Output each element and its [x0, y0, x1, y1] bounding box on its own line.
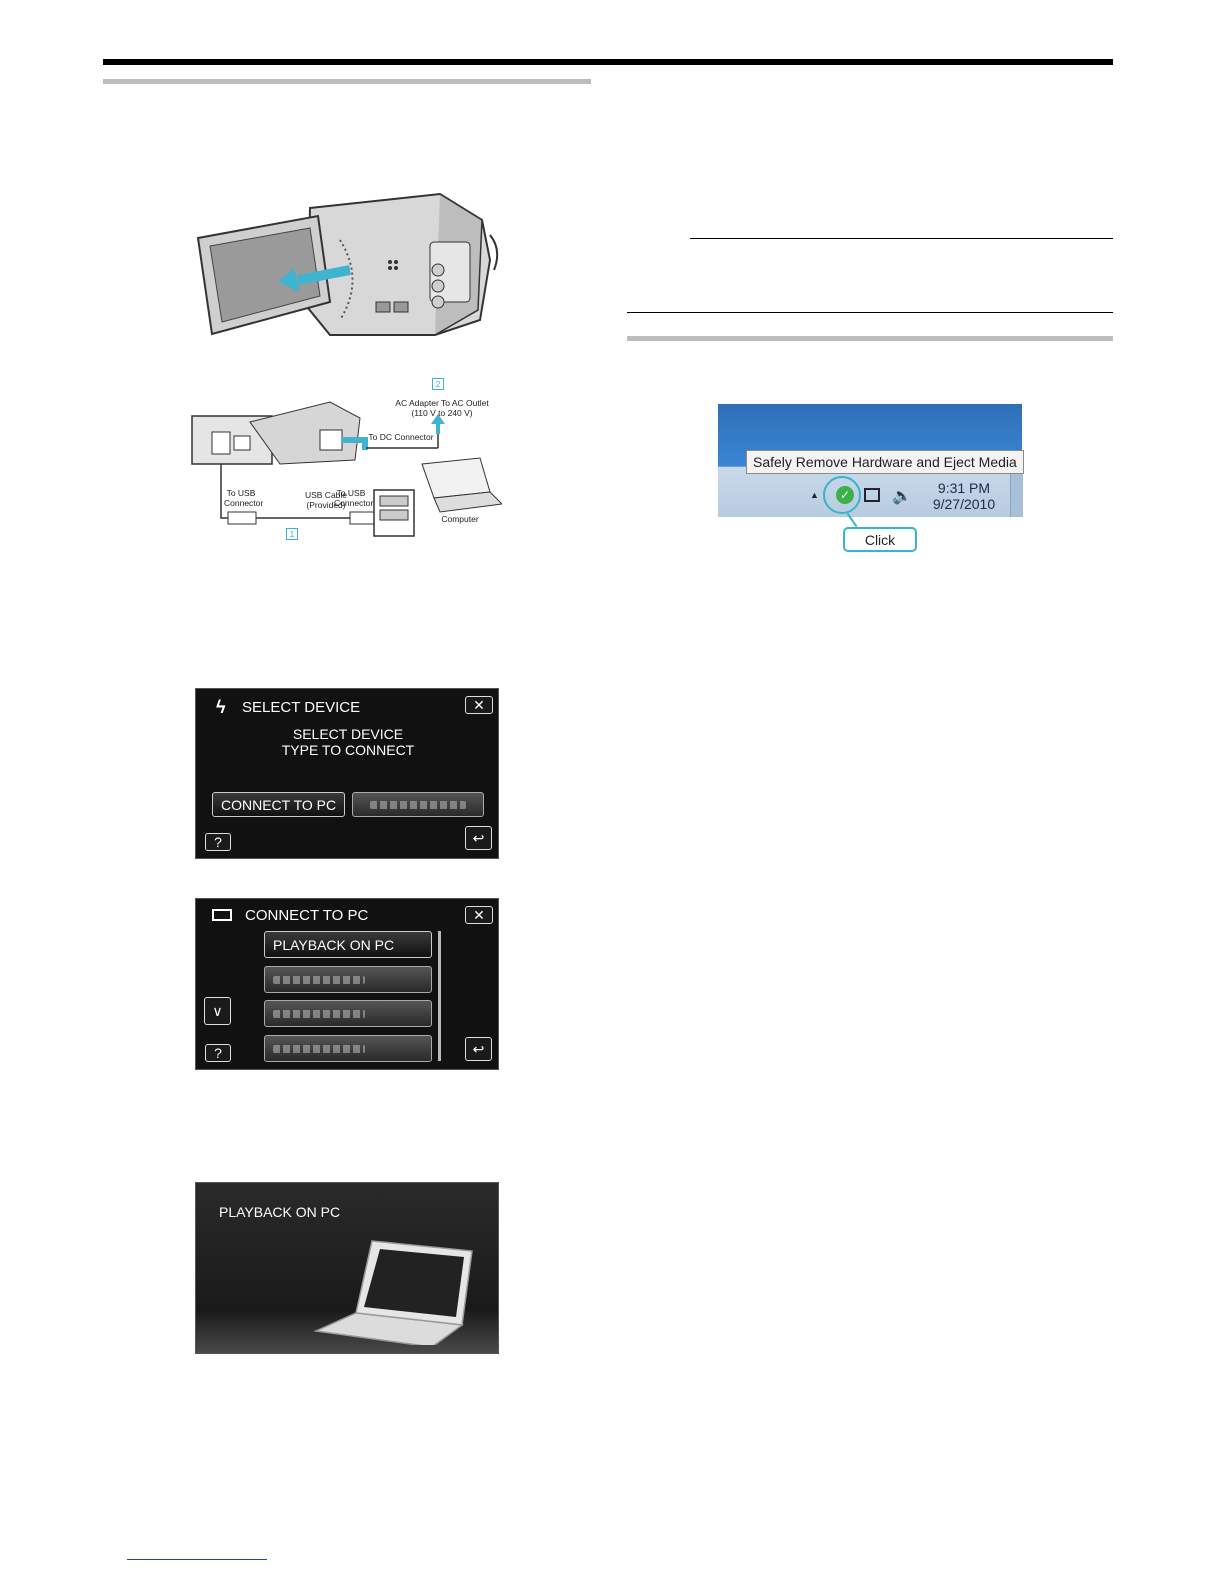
usb-cable-label: USB Cable (Provided) [304, 490, 348, 510]
laptop-icon [313, 1240, 473, 1345]
highlight-circle [823, 476, 861, 514]
close-button[interactable]: ✕ [465, 906, 493, 924]
time-text: 9:31 PM [937, 480, 991, 496]
menu-item-blurred-2[interactable] [264, 1000, 432, 1027]
connect-to-pc-label: CONNECT TO PC [221, 796, 337, 813]
return-icon: ↩ [472, 829, 485, 846]
connect-to-pc-screen: CONNECT TO PC ✕ PLAYBACK ON PC ∨ ? ↩ [195, 898, 499, 1070]
select-device-screen: ϟ SELECT DEVICE ✕ SELECT DEVICE TYPE TO … [195, 688, 499, 859]
message-line-1: SELECT DEVICE [292, 726, 404, 742]
section-bar-right [627, 336, 1113, 341]
blurred-label [370, 800, 466, 809]
menu-item-playback-on-pc[interactable]: PLAYBACK ON PC [264, 931, 432, 958]
connect-to-pc-button[interactable]: CONNECT TO PC [212, 792, 345, 817]
menu-item-label: PLAYBACK ON PC [273, 936, 395, 953]
blurred-label [273, 1044, 365, 1053]
chevron-down-icon: ∨ [212, 1002, 223, 1019]
usb-connection-diagram: 2 AC Adapter To AC Outlet (110 V to 240 … [190, 372, 502, 542]
taskbar-clock[interactable]: 9:31 PM 9/27/2010 [932, 480, 996, 512]
connect-to-pc-title: CONNECT TO PC [245, 907, 369, 924]
back-button[interactable]: ↩ [465, 826, 492, 850]
scroll-down-button[interactable]: ∨ [204, 997, 231, 1025]
camcorder-lcd-illustration [190, 190, 502, 342]
return-icon: ↩ [472, 1040, 485, 1057]
blurred-option-button[interactable] [352, 792, 484, 817]
speaker-icon[interactable]: 🔈 [892, 488, 912, 505]
note-rule-top [690, 238, 1113, 239]
playback-title: PLAYBACK ON PC [219, 1204, 341, 1220]
header-rule [103, 59, 1113, 65]
help-label: ? [214, 1045, 222, 1061]
network-icon[interactable] [864, 488, 880, 502]
usb-connector-pc-label: To USB Connector [334, 488, 374, 508]
date-text: 9/27/2010 [932, 496, 996, 512]
footer-link-underline[interactable] [127, 1559, 267, 1560]
monitor-icon [212, 909, 232, 921]
note-rule-bottom [627, 312, 1113, 313]
help-button[interactable]: ? [205, 833, 231, 851]
step2-marker: 2 [432, 378, 444, 390]
tooltip: Safely Remove Hardware and Eject Media [746, 450, 1024, 474]
select-device-title: SELECT DEVICE [242, 699, 361, 716]
computer-label: Computer [441, 514, 479, 524]
close-icon: ✕ [473, 906, 485, 923]
show-desktop-button[interactable] [1010, 474, 1023, 517]
blurred-label [273, 975, 365, 984]
help-button[interactable]: ? [205, 1044, 231, 1062]
section-bar-left [103, 79, 591, 84]
message-line-2: TYPE TO CONNECT [281, 742, 415, 758]
blurred-label [273, 1009, 365, 1018]
close-icon: ✕ [473, 696, 485, 713]
back-button[interactable]: ↩ [465, 1037, 492, 1061]
help-label: ? [214, 834, 222, 850]
menu-item-blurred-3[interactable] [264, 1035, 432, 1062]
step1-marker: 1 [286, 528, 298, 540]
connect-icon: ϟ [216, 697, 226, 717]
scrollbar[interactable] [438, 931, 441, 1061]
menu-item-blurred-1[interactable] [264, 966, 432, 993]
dc-connector-label: To DC Connector [368, 432, 434, 442]
select-device-message: SELECT DEVICE TYPE TO CONNECT [196, 726, 500, 758]
ac-adapter-label: AC Adapter To AC Outlet (110 V to 240 V) [395, 398, 489, 418]
click-label: Click [864, 531, 896, 548]
close-button[interactable]: ✕ [465, 696, 493, 714]
taskbar-screenshot: Safely Remove Hardware and Eject Media ▲… [718, 404, 1024, 517]
usb-connector-cam-label: To USB Connector [224, 488, 264, 508]
click-callout: Click [843, 527, 917, 552]
show-hidden-icons-icon[interactable]: ▲ [810, 490, 819, 500]
playback-on-pc-screen: PLAYBACK ON PC [195, 1182, 499, 1354]
